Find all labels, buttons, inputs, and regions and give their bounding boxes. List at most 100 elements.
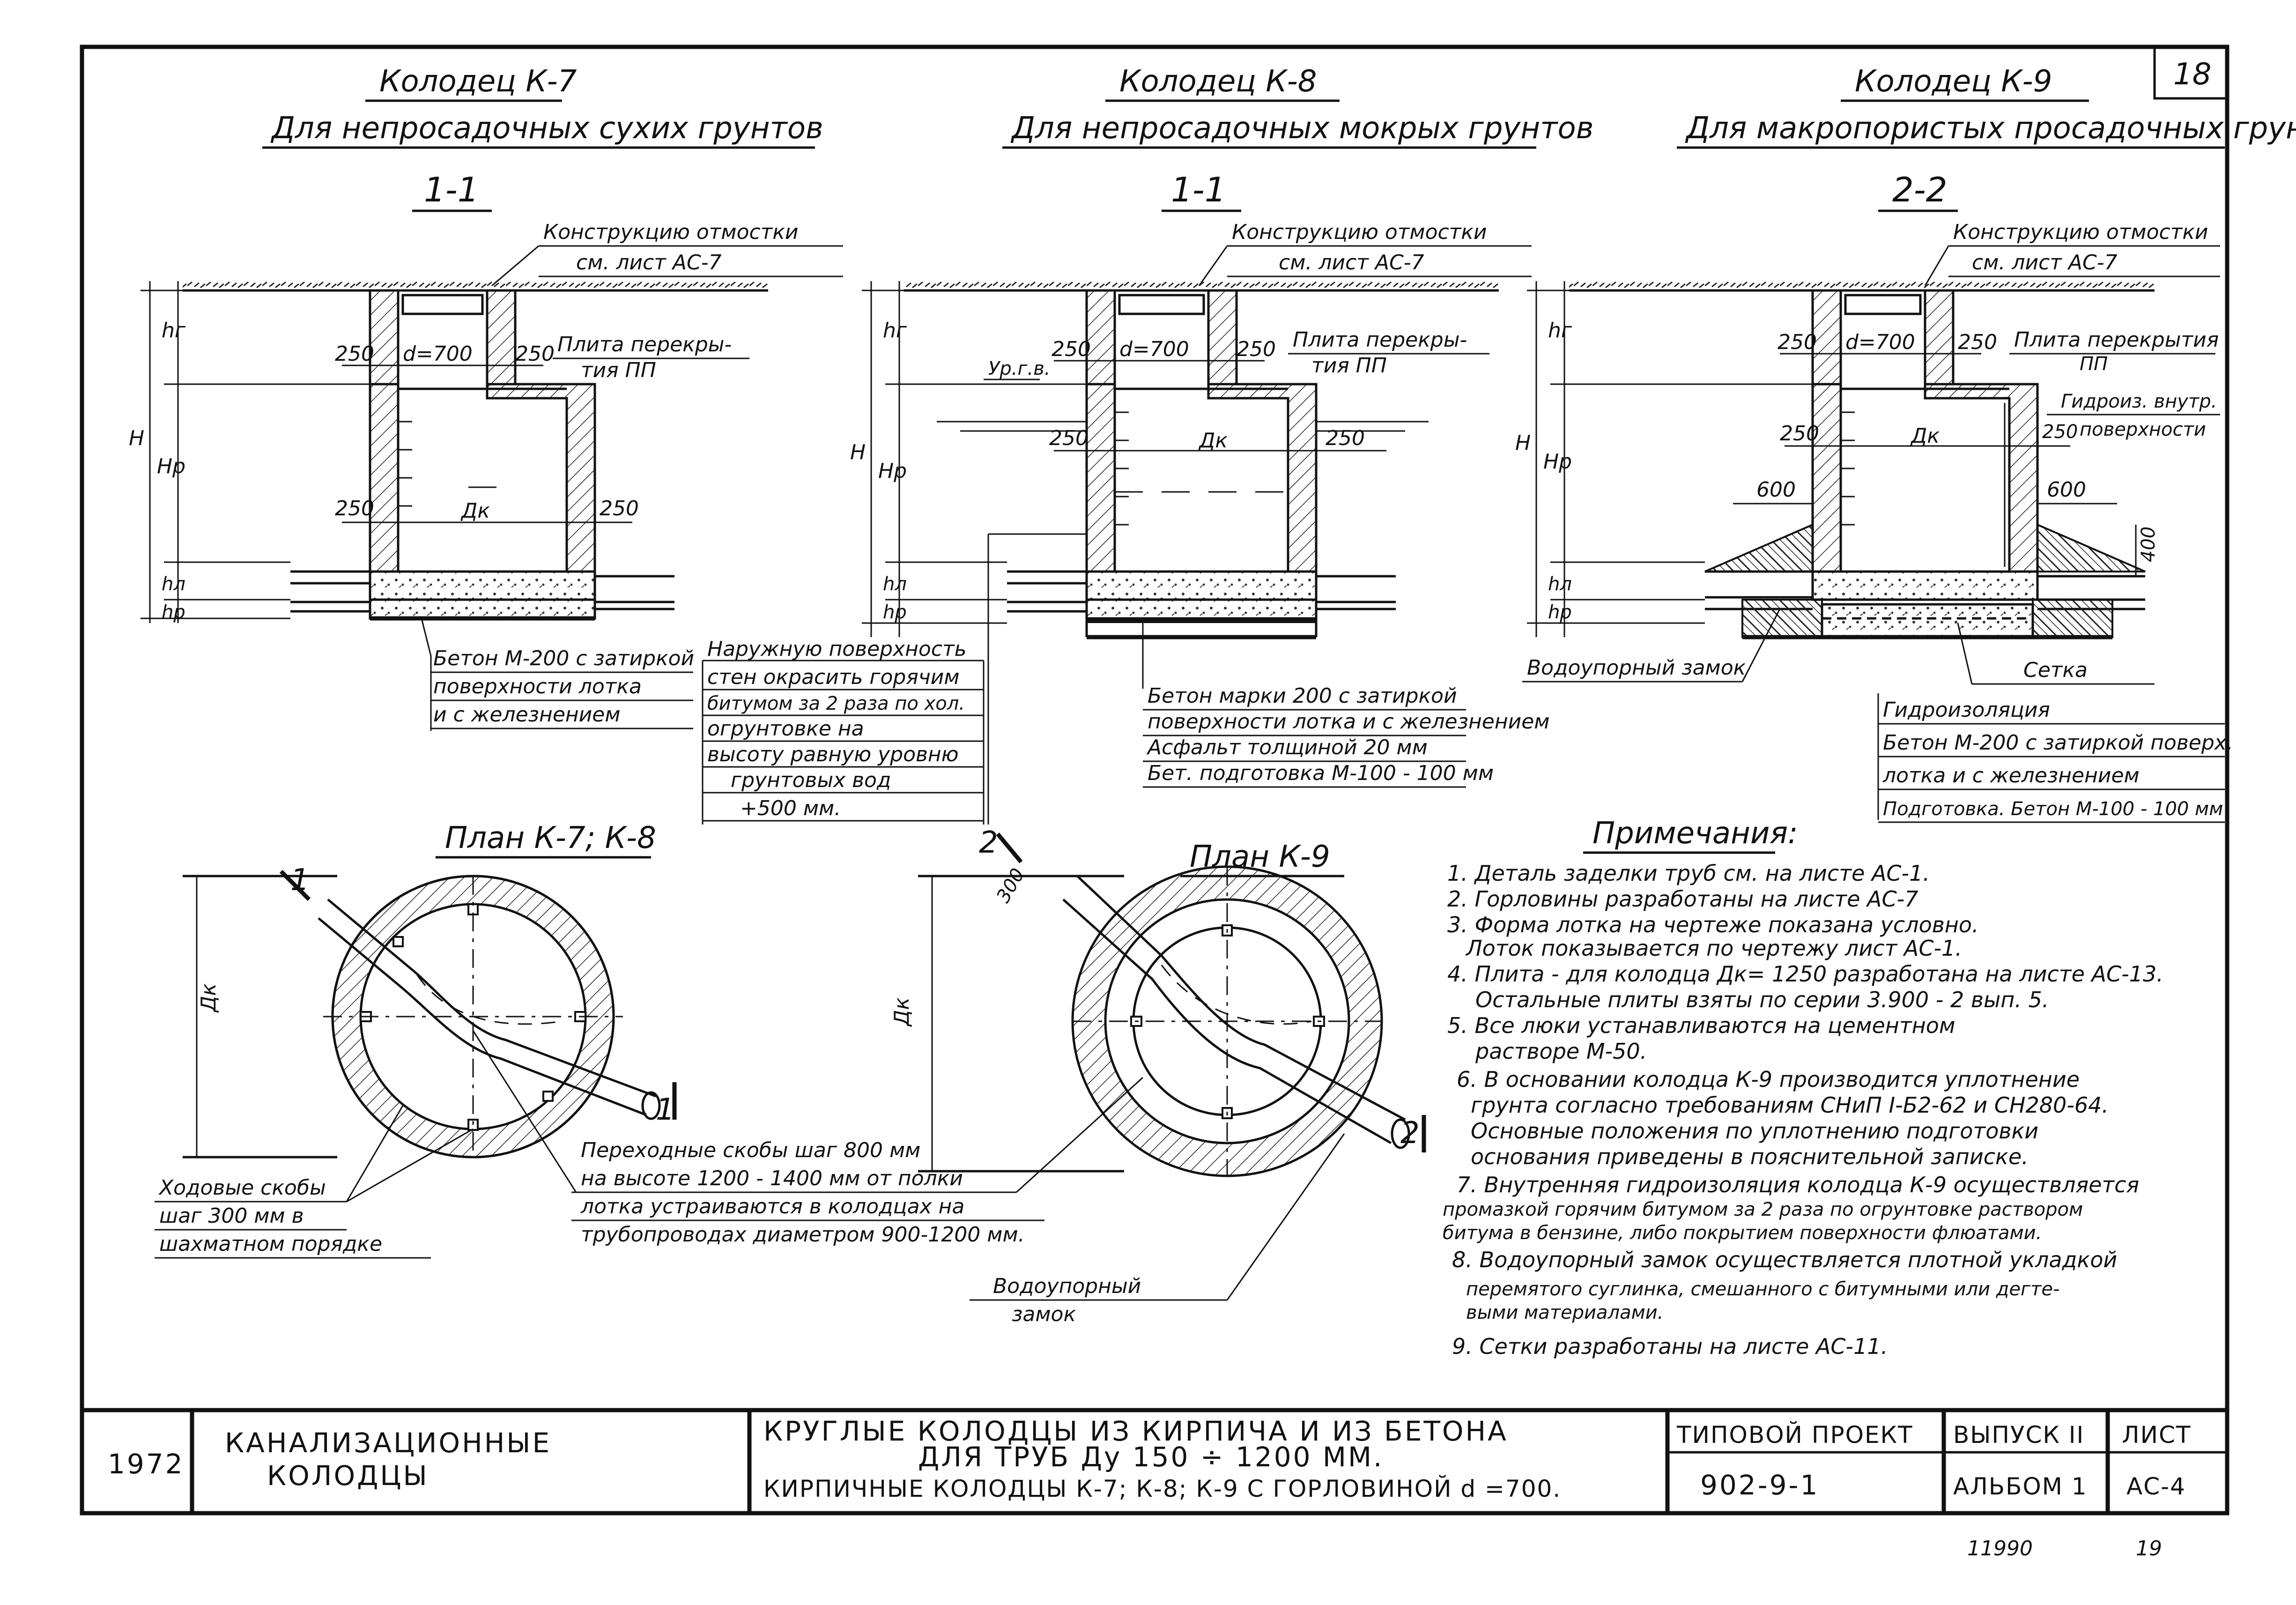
well-k8-gw-label: Ур.г.в. [988,358,1051,379]
note-line-5: 4. Плита - для колодца Дк= 1250 разработ… [1447,961,2163,987]
well-k7-top-note-2: см. лист АС-7 [576,251,722,275]
well-k9-side-right: 600 [2047,478,2086,502]
well-k8-section-label: 1-1 [1171,170,1226,209]
well-k8-base-note-2: поверхности лотка и с железнением [1148,710,1549,734]
outer-note-5: высоту равную уровню [707,743,959,766]
title-block: 1972 КАНАЛИЗАЦИОННЫЕ КОЛОДЦЫ КРУГЛЫЕ КОЛ… [82,1408,2227,1513]
well-k7-base-note-3: и с железнением [433,703,621,727]
steps-note-1: Ходовые скобы [158,1176,326,1200]
note-line-16: 8. Водоупорный замок осуществляется плот… [1452,1247,2117,1272]
note-line-6: Остальные плиты взяты по серии 3.900 - 2… [1475,987,2049,1012]
note-line-4: Лоток показывается по чертежу лист АС-1. [1465,936,1962,961]
well-k7-wall-left: 250 [335,497,374,520]
note-line-2: 2. Горловины разработаны на листе АС-7 [1447,886,1918,912]
note-line-8: растворе М-50. [1475,1039,1647,1064]
well-k7-dim-hp2: hр [162,602,185,623]
well-k9-wall-right: 250 [2042,421,2078,443]
note-line-9: 6. В основании колодца К-9 производится … [1457,1067,2080,1092]
steps-note-3: шахматном порядке [159,1232,382,1256]
plan-k7-k8-cut-a: 1 [290,863,310,898]
well-k7-neck-wall-left: 250 [335,342,374,366]
well-k7-dim-hl: hл [162,573,185,595]
tb-description-1: КРУГЛЫЕ КОЛОДЦЫ ИЗ КИРПИЧА И ИЗ БЕТОНА [763,1415,1508,1447]
well-k7-wall-right: 250 [600,497,639,520]
footer-mark-2: 19 [2136,1537,2162,1560]
note-line-11: Основные положения по уплотнению подгото… [1471,1118,2038,1144]
well-k9-base-note-3: лотка и с железнением [1882,764,2140,788]
outer-surface-note: Наружную поверхность стен окрасить горяч… [702,533,1087,825]
well-k8-top-note-1: Конструкцию отмостки [1232,220,1487,244]
well-k9-lock-note: Водоупорный замок [1527,656,1746,680]
well-k9-base-note-4: Подготовка. Бетон М-100 - 100 мм [1883,798,2223,820]
well-k9-dim-hp: Hр [1543,450,1572,474]
well-k9-base-note-1: Гидроизоляция [1883,698,2050,722]
well-k7-neck-d: d=700 [403,342,473,366]
plan-k7-k8-title: План К-7; К-8 [445,821,656,855]
outer-note-4: огрунтовке на [707,717,864,741]
tb-project-value: 902-9-1 [1700,1469,1819,1501]
well-k9-section-label: 2-2 [1892,170,1948,209]
tb-sheet-label: ЛИСТ [2122,1421,2191,1449]
well-k9-side-left: 600 [1756,478,1796,502]
notes-block: Примечания: 1. Деталь заделки труб см. н… [1443,816,2163,1359]
transition-note-4: трубопроводах диаметром 900-1200 мм. [581,1223,1025,1247]
well-k8-slab-note-2: тия ПП [1311,354,1387,378]
well-k9-wp-note-2: поверхности [2080,419,2206,440]
transition-note-3: лотка устраиваются в колодцах на [580,1195,964,1219]
plan-k7-k8: План К-7; К-8 Дк 1 1 [183,821,677,1159]
well-k9-base-note-2: Бетон М-200 с затиркой поверх. [1883,731,2233,755]
well-k8-dim-hp: Hр [878,459,907,483]
well-k8-neck-d: d=700 [1119,337,1189,361]
well-k7-section: Колодец К-7 Для непросадочных сухих грун… [129,64,843,731]
well-k7-subtitle: Для непросадочных сухих грунтов [270,111,823,146]
well-k7-top-note-1: Конструкцию отмостки [543,220,799,244]
well-k8-wall-left: 250 [1049,426,1089,450]
well-k8-base-note-3: Асфальт толщиной 20 мм [1146,736,1428,759]
well-k8-dim-hg: hг [883,319,907,342]
well-k8-slab-note-1: Плита перекры- [1293,328,1467,352]
steps-note-2: шаг 300 мм в [159,1204,304,1228]
note-line-1: 1. Деталь заделки труб см. на листе АС-1… [1447,861,1930,886]
well-k9-wp-note-1: Гидроиз. внутр. [2061,391,2217,412]
note-line-12: основания приведены в пояснительной запи… [1471,1144,2029,1169]
tb-issue-value: АЛЬБОМ 1 [1953,1473,2088,1500]
well-k9-neck-wall-right: 250 [1958,330,1997,354]
note-line-7: 5. Все люки устанавливаются на цементном [1447,1013,1955,1038]
transition-note-1: Переходные скобы шаг 800 мм [581,1138,920,1162]
note-line-14: промазкой горячим битумом за 2 раза по о… [1443,1199,2083,1220]
tb-project-label: ТИПОВОЙ ПРОЕКТ [1676,1421,1913,1449]
sheet-number-box: 18 [2153,45,2229,100]
plan-k7-k8-cut-b: 1 [656,1092,675,1127]
well-k8-section: Колодец К-8 Для непросадочных мокрых гру… [850,64,1593,788]
well-k9-dk: Дк [1910,424,1940,448]
tb-year: 1972 [108,1448,185,1480]
note-line-18: выми материалами. [1466,1302,1664,1323]
well-k9-section: Колодец К-9 Для макропористых просадочны… [1515,64,2296,823]
well-k7-slab-note-2: тия ПП [581,358,656,382]
well-k9-depth: 400 [2138,527,2159,562]
tb-description-2: ДЛЯ ТРУБ Ду 150 ÷ 1200 ММ. [918,1441,1384,1473]
outer-note-6: грунтовых вод [731,768,891,792]
transition-note-2: на высоте 1200 - 1400 мм от полки [581,1167,963,1190]
well-k7-neck-wall-right: 250 [515,342,555,366]
well-k7-base-note-2: поверхности лотка [433,675,642,698]
plan-k9-cut-a: 2 [979,825,998,860]
tb-issue-label: ВЫПУСК II [1953,1421,2084,1449]
lock-plan-note-2: замок [1012,1302,1076,1326]
well-k7-dim-hg: hг [162,319,186,342]
plan-k9-cut-b: 2 [1400,1116,1420,1151]
tb-description-3: КИРПИЧНЫЕ КОЛОДЦЫ К-7; К-8; К-9 С ГОРЛОВ… [763,1475,1561,1502]
well-k7-dim-hp: Hр [157,454,185,478]
well-k9-slab-note-2: ПП [2080,353,2108,375]
well-k9-dim-hg: hг [1548,319,1572,342]
outer-note-7: +500 мм. [740,796,841,820]
well-k9-mesh-note: Сетка [2023,658,2088,682]
well-k9-subtitle: Для макропористых просадочных грунтов [1685,111,2296,146]
note-line-19: 9. Сетки разработаны на листе АС-11. [1452,1334,1888,1359]
well-k8-subtitle: Для непросадочных мокрых грунтов [1010,111,1593,146]
well-k8-top-note-2: см. лист АС-7 [1279,251,1424,275]
well-k9-wall-left: 250 [1780,422,1819,446]
well-k8-neck-wall-left: 250 [1052,337,1091,361]
well-k9-title: Колодец К-9 [1855,64,2052,99]
